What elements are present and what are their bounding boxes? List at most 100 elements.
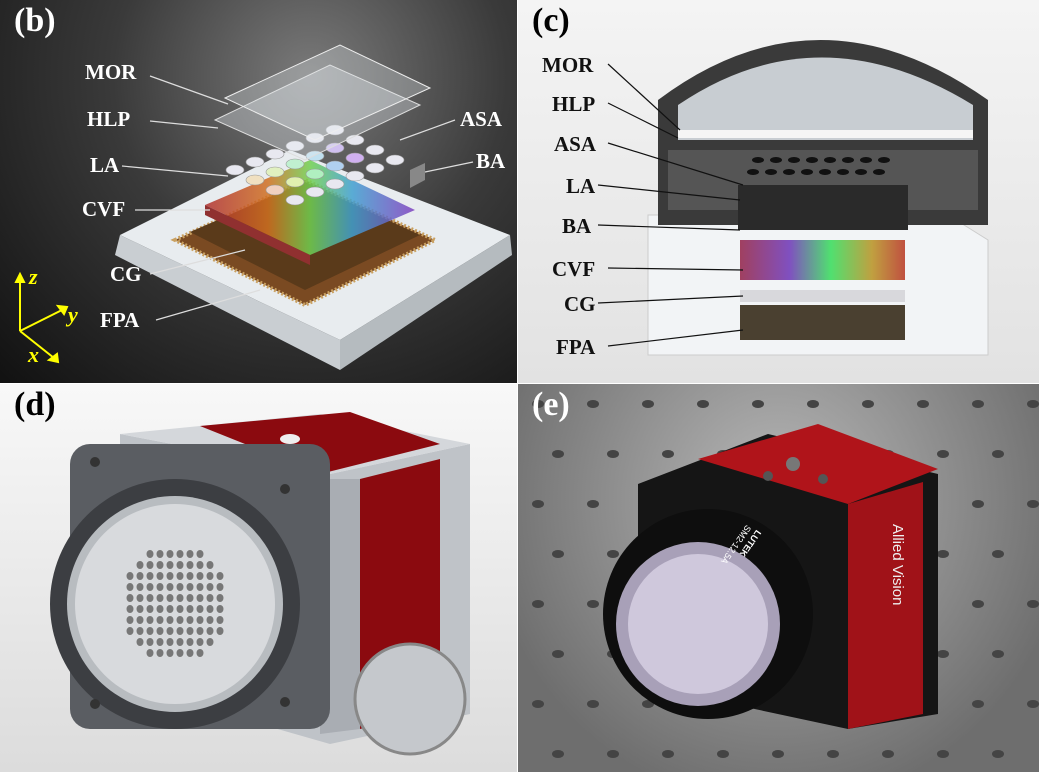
label-mor: MOR [542,53,594,77]
aperture-hole [186,561,194,569]
table-hole [1027,500,1039,508]
table-hole [862,400,874,408]
aperture-hole [146,605,154,613]
table-hole [552,650,564,658]
aperture-hole [176,638,184,646]
aperture-hole [156,649,164,657]
aperture-hole [166,649,174,657]
label-cg: CG [110,262,142,286]
aperture-hole [136,583,144,591]
aperture-hole [156,550,164,558]
aperture-hole [156,583,164,591]
label-hlp: HLP [552,92,596,116]
aperture-hole [196,561,204,569]
aperture-hole [216,583,224,591]
table-hole [972,400,984,408]
label-fpa: FPA [556,335,596,359]
aperture-hole [186,594,194,602]
aperture-hole [126,616,134,624]
aperture-hole [126,583,134,591]
aperture-hole [186,649,194,657]
aperture-hole [146,550,154,558]
aperture-hole [166,616,174,624]
label-hlp: HLP [87,107,131,131]
label-ba: BA [562,214,592,238]
table-hole [992,750,1004,758]
label-la: LA [566,174,596,198]
aperture-hole [176,561,184,569]
label-cvf: CVF [552,257,596,281]
aperture-hole [166,550,174,558]
aperture-hole [136,572,144,580]
table-hole [772,750,784,758]
aperture-hole [186,572,194,580]
table-hole [532,700,544,708]
panel-d-camera-render: (d) [0,384,517,772]
label-mor: MOR [85,60,137,84]
table-hole [827,750,839,758]
aperture-hole [186,616,194,624]
table-hole [697,400,709,408]
aperture-hole [216,616,224,624]
aperture-hole [156,572,164,580]
aperture-hole [216,594,224,602]
aperture-hole [206,616,214,624]
aperture-hole [176,649,184,657]
aperture-hole [126,605,134,613]
table-hole [1027,700,1039,708]
label-cg: CG [564,292,596,316]
aperture-hole [146,594,154,602]
aperture-hole [196,649,204,657]
aperture-hole [206,638,214,646]
aperture-hole [216,605,224,613]
aperture-hole [206,605,214,613]
aperture-hole [126,572,134,580]
aperture-hole [186,605,194,613]
table-hole [552,750,564,758]
panel-c-cross-section: (c) MOR HLP ASA LA BA CVF CG FPA [518,0,1039,383]
table-hole [937,450,949,458]
table-hole [992,550,1004,558]
table-hole [532,400,544,408]
table-hole [937,750,949,758]
table-hole [587,500,599,508]
aperture-hole [166,594,174,602]
aperture-hole [136,638,144,646]
aperture-hole [206,561,214,569]
table-hole [642,400,654,408]
label-asa: ASA [554,132,597,156]
table-hole [992,650,1004,658]
axis-z-label: z [29,264,38,289]
axis-x-label: x [28,342,39,367]
panel-label: (d) [14,386,56,423]
aperture-hole [166,583,174,591]
aperture-hole [166,561,174,569]
aperture-hole [146,638,154,646]
table-hole [607,450,619,458]
label-la: LA [90,153,120,177]
aperture-hole [136,561,144,569]
coin [353,642,467,756]
aperture-hole [156,561,164,569]
aperture-hole [166,605,174,613]
aperture-hole [156,627,164,635]
axis-triad [14,271,69,364]
camera-photo [532,400,1039,758]
aperture-hole [186,583,194,591]
aperture-hole [146,616,154,624]
aperture-hole [176,583,184,591]
table-hole [587,700,599,708]
table-hole [937,550,949,558]
label-cvf: CVF [82,197,126,221]
aperture-hole [146,583,154,591]
lens-array [225,124,405,206]
aperture-hole [176,594,184,602]
camera-render [50,412,470,756]
aperture-hole [136,627,144,635]
table-hole [552,450,564,458]
table-hole [607,550,619,558]
aperture-hole [146,649,154,657]
aperture-array [747,157,890,175]
aperture-hole [176,572,184,580]
label-ba: BA [476,149,506,173]
